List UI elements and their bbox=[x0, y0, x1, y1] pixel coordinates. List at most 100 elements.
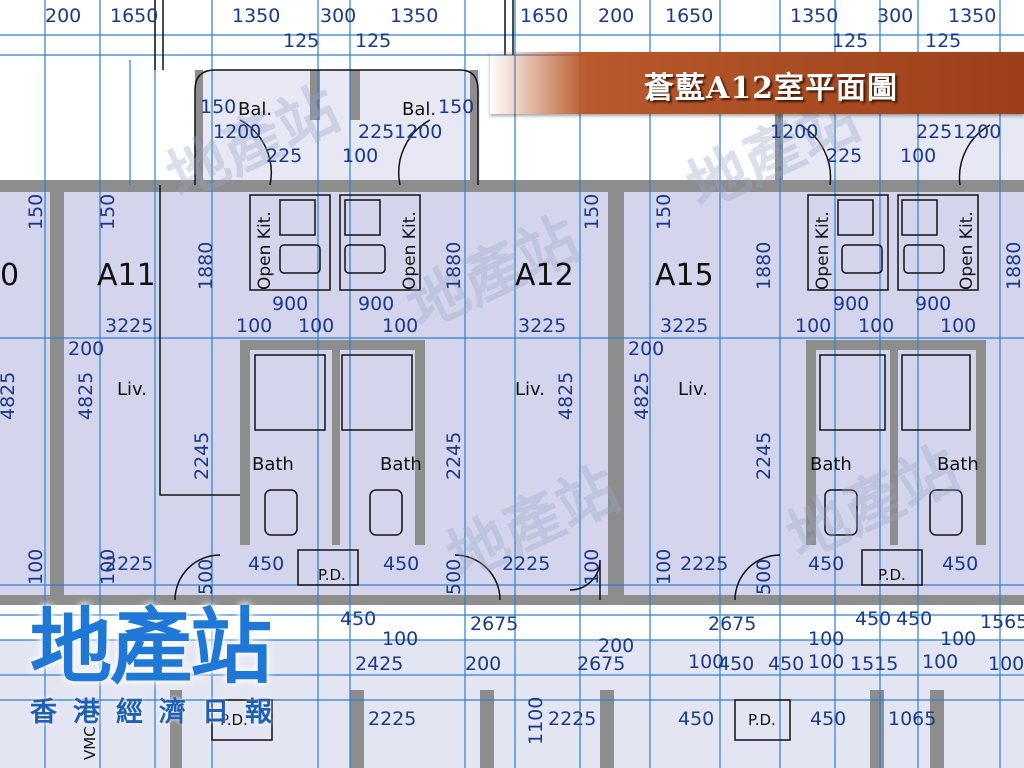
unit-label-a12: A12 bbox=[515, 258, 574, 293]
dim-bottom2: 1100 bbox=[525, 697, 547, 745]
dim-bal: 1200 bbox=[770, 121, 818, 143]
dim-kit: 100 bbox=[858, 315, 894, 337]
dim-vert: 500 bbox=[443, 559, 465, 595]
balcony-label: Bal. bbox=[402, 99, 436, 120]
dim-kit: 900 bbox=[833, 293, 869, 315]
living-label: Liv. bbox=[515, 379, 545, 400]
dim-vert: 150 bbox=[97, 194, 119, 230]
dim-vert: 150 bbox=[25, 194, 47, 230]
dim-bottom: 450 bbox=[896, 608, 932, 630]
room-labels: A11 A12 A15 Liv. Liv. Liv. Bath Bath Bat… bbox=[0, 99, 979, 760]
dim-row2: 125 bbox=[283, 30, 319, 52]
dim-vert: 4825 bbox=[555, 372, 577, 420]
dim-vert: 1880 bbox=[195, 242, 217, 290]
dim-bottom: 450 bbox=[808, 553, 844, 575]
dim-bal: 225 bbox=[358, 121, 394, 143]
dim-top: 200 bbox=[598, 5, 634, 27]
dim-bottom2: 2425 bbox=[355, 653, 403, 675]
dim-kit: 3225 bbox=[660, 315, 708, 337]
dim-top: 1350 bbox=[948, 5, 996, 27]
pd-label: P.D. bbox=[318, 566, 346, 584]
dim-vert: 4825 bbox=[0, 372, 19, 420]
dim-bal: 1200 bbox=[953, 121, 1001, 143]
dim-bottom: 1565 bbox=[980, 611, 1024, 633]
dim-vert: 100 bbox=[97, 549, 119, 585]
dim-bal: 225 bbox=[266, 145, 302, 167]
kitchen-label: Open Kit. bbox=[400, 211, 420, 290]
brand-logo: 地產站 香港經濟日報 bbox=[0, 580, 350, 768]
dim-bal: 100 bbox=[900, 145, 936, 167]
dim-vert: 500 bbox=[753, 559, 775, 595]
dim-vert: 500 bbox=[195, 559, 217, 595]
dim-vert: 2245 bbox=[191, 432, 213, 480]
dim-bal: 225 bbox=[826, 145, 862, 167]
dim-bottom: 100 bbox=[940, 628, 976, 650]
dim-bottom: 450 bbox=[383, 553, 419, 575]
balcony-fill-a12 bbox=[195, 70, 480, 185]
dim-bottom: 450 bbox=[248, 553, 284, 575]
outlines bbox=[154, 0, 991, 741]
dims-middle: 150 150 1200 225 1200 225 100 1200 225 1… bbox=[68, 96, 1001, 360]
dim-bal: 1200 bbox=[394, 121, 442, 143]
unit-label-a15: A15 bbox=[655, 258, 714, 293]
dim-top: 1650 bbox=[665, 5, 713, 27]
dim-vert: 4825 bbox=[75, 372, 97, 420]
dim-row2: 125 bbox=[925, 30, 961, 52]
dim-kit: 3225 bbox=[105, 315, 153, 337]
dim-kit: 100 bbox=[298, 315, 334, 337]
unit-label-partial: 0 bbox=[0, 258, 19, 293]
dim-vert: 1880 bbox=[753, 242, 775, 290]
dim-bottom: 2675 bbox=[708, 613, 756, 635]
dim-kit: 200 bbox=[68, 338, 104, 360]
dim-bottom: 100 bbox=[382, 628, 418, 650]
dim-bottom: 100 bbox=[808, 628, 844, 650]
dim-top: 200 bbox=[45, 5, 81, 27]
bath-label: Bath bbox=[937, 454, 979, 475]
dim-bottom2: 2225 bbox=[548, 708, 596, 730]
dim-bottom2: 450 bbox=[810, 708, 846, 730]
kitchen-label: Open Kit. bbox=[813, 211, 833, 290]
dim-top: 1350 bbox=[790, 5, 838, 27]
dim-top: 1350 bbox=[232, 5, 280, 27]
dim-bal: 100 bbox=[342, 145, 378, 167]
dim-top: 300 bbox=[320, 5, 356, 27]
dim-bottom2: 100 bbox=[922, 651, 958, 673]
unit-label-a11: A11 bbox=[97, 258, 156, 293]
dim-kit: 900 bbox=[272, 293, 308, 315]
dim-bottom2: 1065 bbox=[888, 708, 936, 730]
dims-vertical: 150 150 150 150 1880 1880 1880 1880 4825… bbox=[0, 194, 1024, 595]
dim-bal: 1200 bbox=[213, 121, 261, 143]
pd-label: P.D. bbox=[220, 711, 248, 729]
dims-top: 200 1650 1350 300 1350 1650 200 1650 135… bbox=[45, 5, 996, 52]
bath-label: Bath bbox=[380, 454, 422, 475]
dim-bal: 150 bbox=[438, 96, 474, 118]
dim-bottom2: 450 bbox=[768, 653, 804, 675]
dim-kit: 100 bbox=[236, 315, 272, 337]
dim-top: 1350 bbox=[390, 5, 438, 27]
dim-bal: 225 bbox=[916, 121, 952, 143]
dim-top: 1650 bbox=[520, 5, 568, 27]
bath-label: Bath bbox=[810, 454, 852, 475]
dim-vert: 1880 bbox=[1003, 242, 1024, 290]
dim-row2: 125 bbox=[832, 30, 868, 52]
living-label: Liv. bbox=[117, 379, 147, 400]
dim-bottom: 450 bbox=[340, 608, 376, 630]
dim-bottom: 2225 bbox=[502, 553, 550, 575]
balcony-label: Bal. bbox=[238, 99, 272, 120]
dim-top: 300 bbox=[877, 5, 913, 27]
dim-vert: 150 bbox=[581, 194, 603, 230]
dim-vert: 100 bbox=[653, 549, 675, 585]
walls bbox=[0, 70, 1024, 768]
page-title: 蒼藍A12室平面圖 bbox=[643, 71, 898, 106]
dim-bottom2: 450 bbox=[718, 653, 754, 675]
logo-main-text: 地產站 bbox=[30, 600, 272, 695]
living-label: Liv. bbox=[678, 379, 708, 400]
dim-vert: 150 bbox=[653, 194, 675, 230]
dim-kit: 100 bbox=[795, 315, 831, 337]
dim-bottom: 450 bbox=[855, 608, 891, 630]
dim-kit: 100 bbox=[940, 315, 976, 337]
dim-top: 1650 bbox=[110, 5, 158, 27]
dim-bottom2: 2225 bbox=[368, 708, 416, 730]
dim-bottom: 2675 bbox=[470, 613, 518, 635]
